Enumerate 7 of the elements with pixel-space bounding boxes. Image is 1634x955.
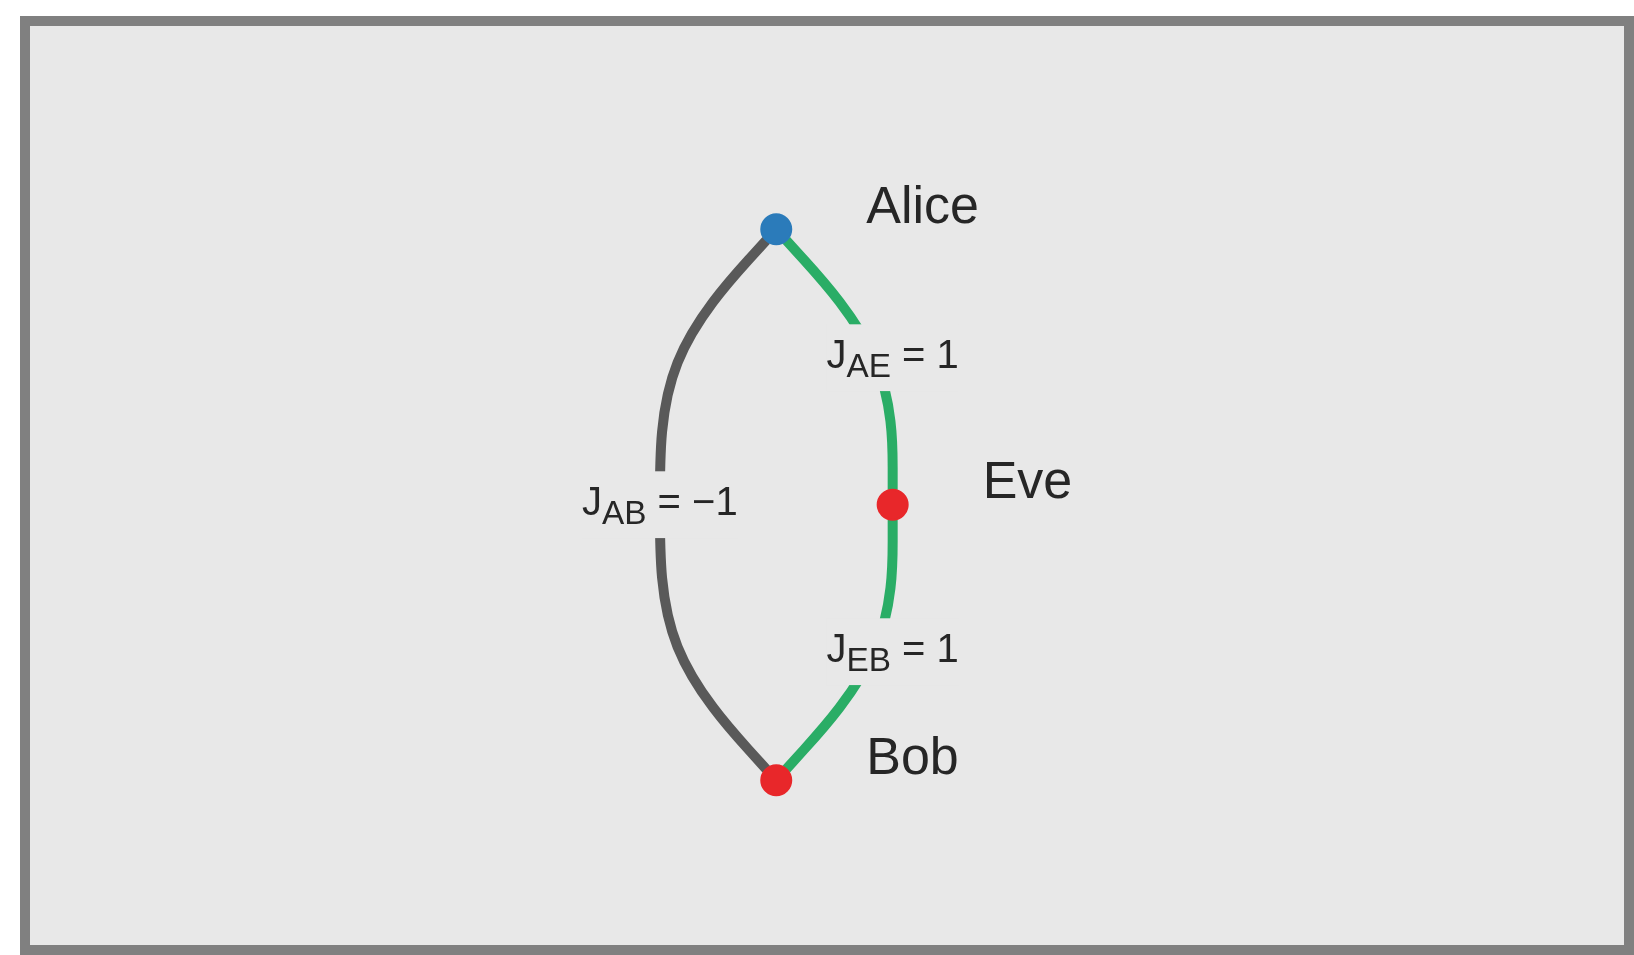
- circle-node: [760, 764, 793, 797]
- node-name-label: Alice: [866, 175, 979, 234]
- circle-node: [876, 488, 909, 521]
- node-name-label: Eve: [982, 451, 1073, 510]
- node-name-label: Bob: [866, 726, 959, 785]
- circle-node: [760, 213, 793, 246]
- connector-line: [654, 236, 770, 773]
